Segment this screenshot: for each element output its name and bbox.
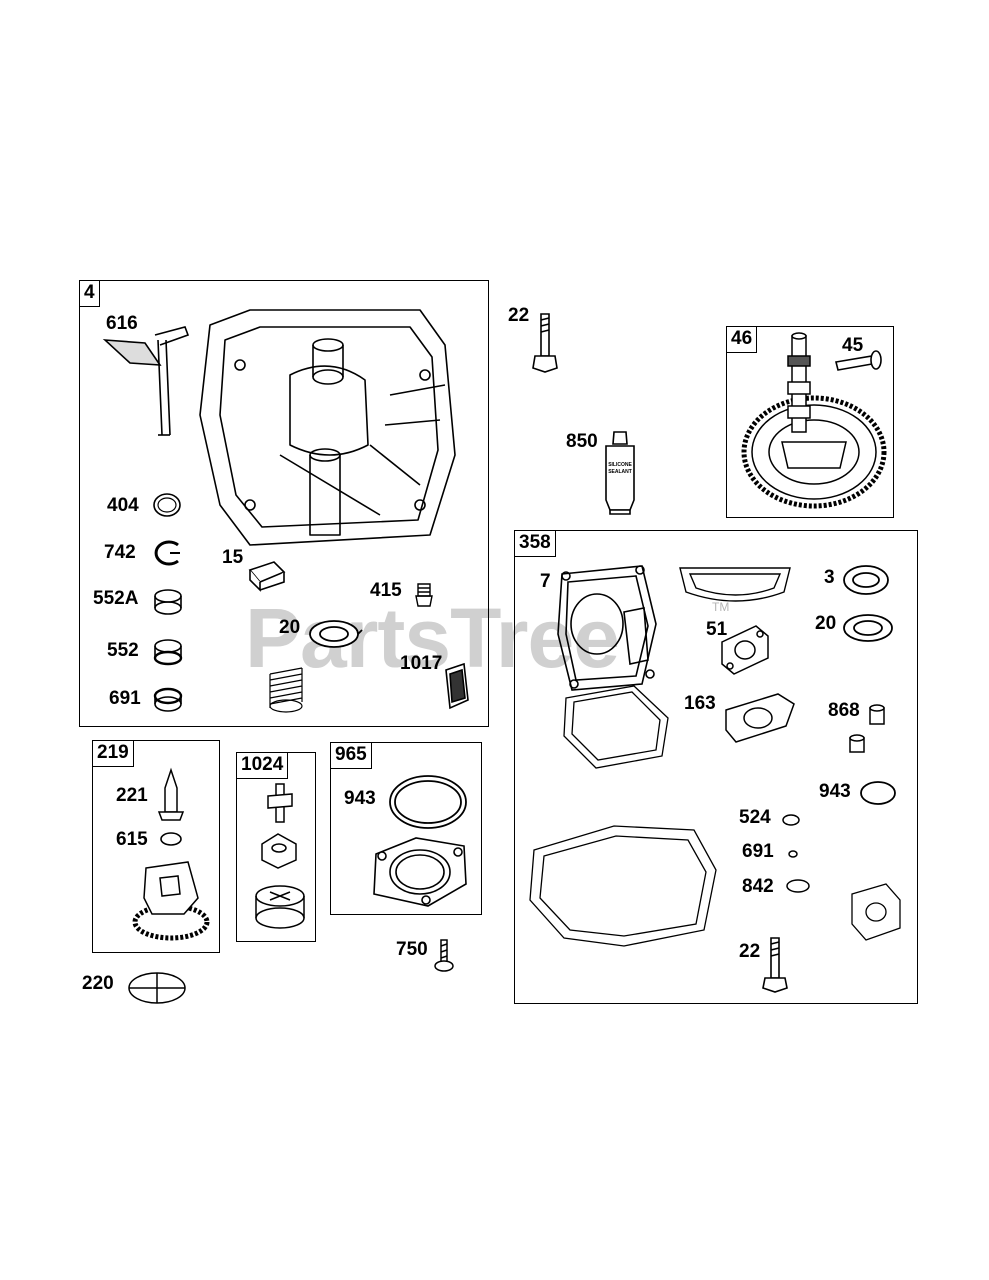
label-7: 7 [540, 571, 551, 592]
label-552: 552 [107, 640, 139, 661]
label-20-a: 20 [279, 617, 301, 638]
plug-15-part[interactable] [244, 558, 288, 594]
group-46-tag[interactable]: 46 [727, 327, 758, 353]
washer-615-part[interactable] [158, 830, 184, 848]
group-4-box: 4 [79, 280, 489, 727]
governor-gear-part[interactable] [126, 858, 216, 944]
group-965-box: 965 [330, 742, 482, 915]
label-850: 850 [566, 431, 598, 452]
label-15: 15 [222, 547, 244, 568]
lifter-45-part[interactable] [830, 350, 890, 376]
label-615: 615 [116, 829, 148, 850]
group-46-box: 46 [726, 326, 894, 518]
breather-1017-part[interactable] [440, 660, 472, 712]
group-219-box: 219 [92, 740, 220, 953]
bushing-552a-part[interactable] [152, 588, 184, 616]
sealant-tube-850-part[interactable] [600, 430, 640, 516]
label-45: 45 [842, 335, 864, 356]
disc-220-part[interactable] [124, 968, 190, 1008]
label-552a: 552A [93, 588, 139, 609]
o-ring-943-b-part[interactable] [858, 778, 898, 808]
trademark-mark: TM [712, 600, 730, 614]
exhaust-gasket-163-part[interactable] [720, 690, 800, 746]
watermark: PartsTree [245, 591, 620, 685]
o-ring-943-a-part[interactable] [386, 772, 470, 832]
pump-cover-part[interactable] [366, 832, 472, 912]
label-22-b: 22 [739, 941, 761, 962]
sealant-tube-text-2: SEALANT [608, 469, 632, 475]
label-51: 51 [706, 619, 728, 640]
governor-cup-221-part[interactable] [156, 767, 186, 824]
crankcase-gasket-part[interactable] [524, 820, 724, 950]
label-22-a: 22 [508, 305, 530, 326]
label-524: 524 [739, 807, 771, 828]
oil-seal-20-a-part[interactable] [306, 616, 368, 650]
label-20-b: 20 [815, 613, 837, 634]
o-ring-691-b-part[interactable] [786, 848, 800, 860]
group-358-tag[interactable]: 358 [515, 531, 556, 557]
label-221: 221 [116, 785, 148, 806]
o-ring-524-part[interactable] [780, 812, 802, 828]
bushing-552-part[interactable] [152, 638, 184, 666]
o-ring-842-part[interactable] [784, 876, 812, 896]
label-163: 163 [684, 693, 716, 714]
fitting-415-part[interactable] [412, 580, 436, 610]
label-868: 868 [828, 700, 860, 721]
sealant-tube-text-1: SILICONE [608, 462, 632, 468]
label-1017: 1017 [400, 653, 443, 674]
head-gasket-7-part[interactable] [552, 564, 662, 694]
label-616: 616 [106, 313, 138, 334]
label-750: 750 [396, 939, 428, 960]
group-965-tag[interactable]: 965 [331, 743, 372, 769]
crankcase-part[interactable] [190, 305, 470, 550]
seal-691-part[interactable] [152, 686, 184, 714]
group-358-box: 358 [514, 530, 918, 1004]
valve-cover-gasket-part[interactable] [672, 562, 798, 606]
e-ring-742-part[interactable] [150, 540, 184, 566]
label-415: 415 [370, 580, 402, 601]
governor-shaft-part[interactable] [100, 325, 190, 440]
bolt-22-a-part[interactable] [530, 310, 560, 376]
label-943-b: 943 [819, 781, 851, 802]
screw-750-part[interactable] [432, 936, 456, 976]
label-3: 3 [824, 567, 835, 588]
seal-3-part[interactable] [840, 562, 892, 598]
spacer-part[interactable] [846, 880, 906, 944]
spring-part[interactable] [262, 664, 310, 714]
washer-404-part[interactable] [152, 492, 182, 518]
oil-seal-20-b-part[interactable] [840, 610, 896, 644]
group-1024-tag[interactable]: 1024 [237, 753, 289, 779]
label-742: 742 [104, 542, 136, 563]
label-404: 404 [107, 495, 139, 516]
camshaft-gear-part[interactable] [740, 332, 888, 512]
group-1024-box: 1024 [236, 752, 316, 942]
fitting-868-part[interactable] [842, 702, 892, 758]
label-691-a: 691 [109, 688, 141, 709]
label-842: 842 [742, 876, 774, 897]
label-943-a: 943 [344, 788, 376, 809]
label-691-b: 691 [742, 841, 774, 862]
bolt-22-b-part[interactable] [760, 934, 790, 996]
cover-gasket-part[interactable] [560, 682, 672, 772]
oil-pump-1024-parts[interactable] [248, 782, 312, 932]
intake-gasket-51-part[interactable] [716, 622, 774, 678]
group-4-tag[interactable]: 4 [80, 281, 100, 307]
group-219-tag[interactable]: 219 [93, 741, 134, 767]
label-220: 220 [82, 973, 114, 994]
